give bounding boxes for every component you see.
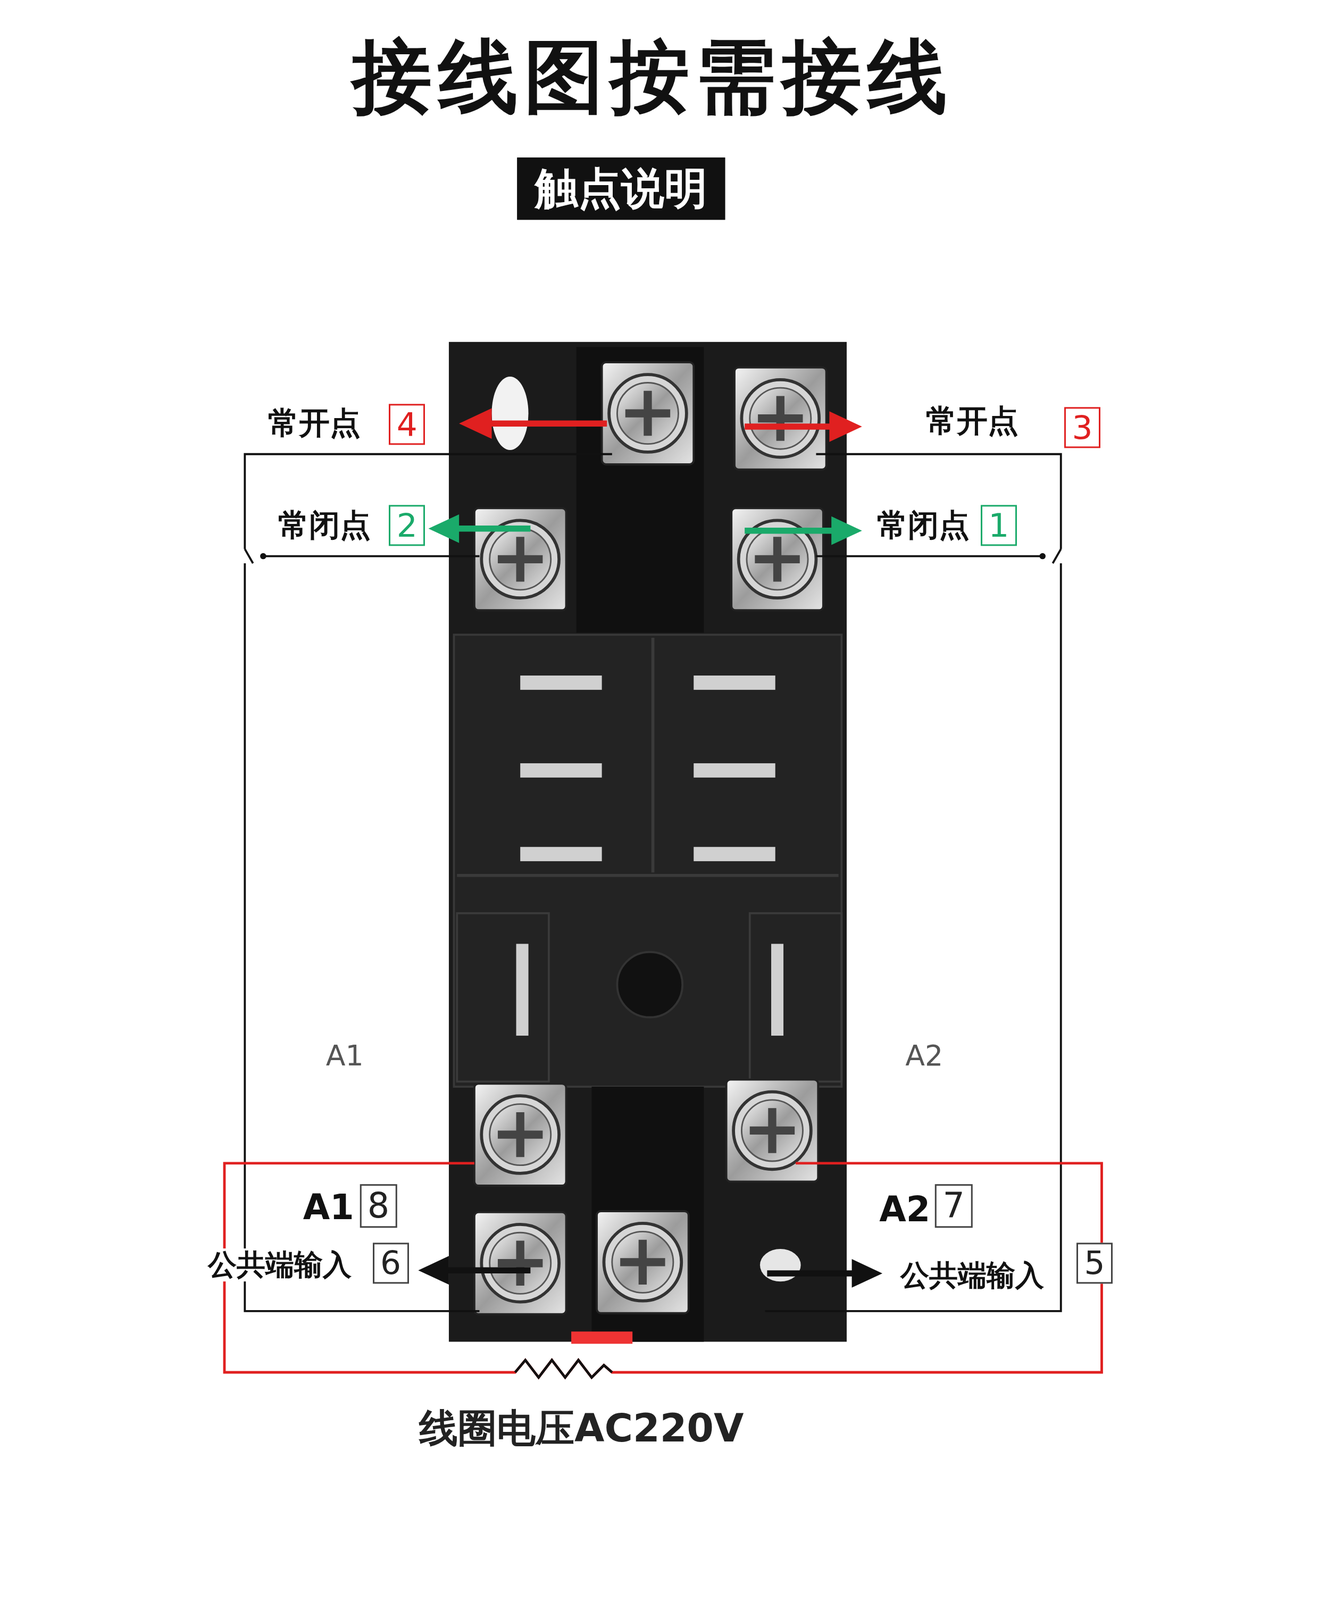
number-text: 6 — [380, 1245, 402, 1282]
number-text: 5 — [1084, 1245, 1106, 1282]
terminal-number: 2 — [388, 504, 425, 546]
screw — [596, 1211, 689, 1314]
coil-voltage-label: 线圈电压AC220V — [416, 1405, 746, 1451]
screw — [474, 1212, 567, 1315]
socket-body — [456, 873, 839, 878]
socket-body — [616, 952, 683, 1018]
socket-body — [760, 1248, 801, 1282]
contact-wires — [815, 454, 1061, 549]
terminal-number: 1 — [980, 504, 1017, 546]
socket-body — [454, 634, 842, 1087]
contact-wires — [1052, 548, 1061, 564]
pointer-arrows — [744, 423, 835, 430]
socket-body — [576, 346, 705, 633]
socket-body — [651, 637, 655, 873]
coil-circuit — [224, 1163, 1102, 1378]
socket-body — [456, 913, 549, 1082]
number-text: 7 — [942, 1186, 965, 1225]
heading-text: 触点说明 — [535, 165, 708, 213]
terminal-number: 8 — [359, 1183, 397, 1228]
terminal-number: 3 — [1064, 406, 1101, 448]
pointer-arrows — [852, 1258, 883, 1288]
socket-body — [520, 675, 602, 690]
coil-terminal-label: A2 — [903, 1039, 946, 1073]
contact-dots — [1039, 553, 1046, 560]
common-terminal-label: 公共端输入 — [898, 1258, 1047, 1292]
pointer-arrows — [458, 407, 492, 439]
contact-dots — [260, 553, 267, 560]
coil-terminal-label: A2 — [877, 1188, 933, 1229]
screw — [731, 507, 824, 611]
contact-wires — [244, 454, 612, 549]
socket-body — [448, 341, 847, 1344]
pointer-arrows — [454, 525, 531, 532]
socket-body — [448, 341, 847, 1342]
number-text: 3 — [1071, 409, 1093, 446]
terminal-number: 5 — [1076, 1242, 1113, 1284]
socket-body — [520, 763, 602, 778]
resistor-symbol — [515, 1359, 613, 1378]
common-terminal-label: 公共端输入 — [205, 1248, 354, 1282]
coil-terminal-label: A1 — [323, 1039, 366, 1073]
pointer-arrows — [484, 420, 607, 427]
coil-terminal-label: A1 — [301, 1187, 357, 1227]
terminal-number: 4 — [388, 403, 425, 445]
contact-dots — [260, 553, 1046, 560]
screw — [474, 507, 567, 611]
socket-body — [693, 846, 775, 862]
pointer-arrows — [418, 407, 883, 1288]
pointer-arrows — [418, 1255, 449, 1285]
resistor-symbol — [515, 1359, 613, 1378]
socket-body — [771, 943, 784, 1036]
pointer-arrows — [829, 411, 862, 442]
contact-wires — [765, 563, 1062, 1312]
page-title: 接线图按需接线 — [349, 30, 956, 123]
contact-label: 常闭点 — [874, 507, 972, 544]
socket-body — [516, 943, 529, 1036]
pointer-arrows — [744, 527, 835, 534]
socket-body — [520, 846, 602, 862]
pointer-arrows — [428, 514, 460, 544]
pointer-arrows — [443, 1266, 531, 1274]
contact-label: 常闭点 — [276, 507, 373, 544]
contact-wires — [244, 563, 480, 1312]
contact-wires — [244, 454, 1061, 1312]
socket-body — [693, 763, 775, 778]
contact-label: 常开点 — [265, 405, 363, 441]
number-text: 4 — [396, 406, 418, 443]
socket-body — [516, 675, 784, 1036]
contact-wires — [263, 555, 480, 558]
number-text: 2 — [396, 507, 418, 544]
pointer-arrows — [766, 1270, 855, 1277]
socket-body — [571, 1331, 633, 1344]
screw — [734, 367, 827, 470]
terminal-number: 7 — [935, 1183, 973, 1228]
contact-wires — [244, 548, 253, 564]
screw — [474, 1083, 567, 1186]
coil-circuit — [224, 1163, 1102, 1378]
socket-body — [491, 376, 529, 450]
number-text: 1 — [988, 507, 1009, 544]
heading-box: 触点说明 — [516, 157, 725, 221]
pointer-arrows — [831, 516, 863, 546]
socket-body — [693, 675, 775, 690]
terminal-number: 6 — [372, 1242, 409, 1284]
socket-body — [591, 1086, 704, 1342]
screw — [726, 1079, 819, 1182]
socket-body — [749, 913, 842, 1082]
number-text: 8 — [367, 1186, 390, 1225]
screw — [602, 362, 695, 465]
contact-label: 常开点 — [923, 403, 1021, 439]
contact-wires — [815, 555, 1043, 558]
terminal-screws — [474, 362, 827, 1315]
